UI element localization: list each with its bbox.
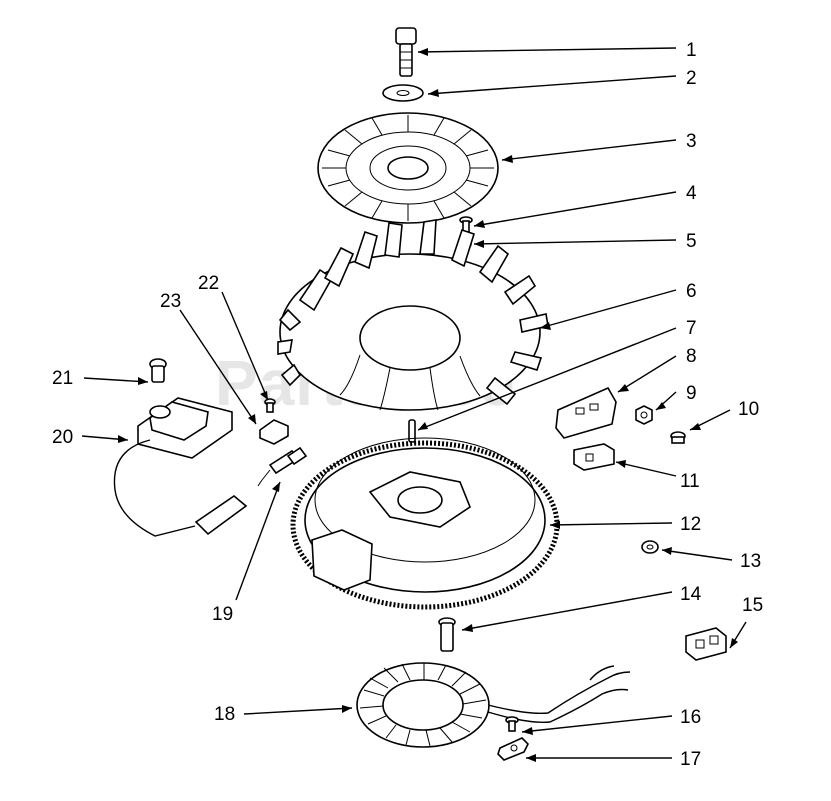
callout-22: 22: [198, 273, 219, 294]
part-stator: [356, 662, 631, 748]
part-washer: [382, 84, 424, 102]
part-connector: [685, 627, 727, 661]
callout-5: 5: [686, 231, 697, 252]
callout-11: 11: [680, 471, 700, 492]
part-screw-ground: [264, 398, 276, 413]
callout-18: 18: [214, 704, 235, 725]
callout-7: 7: [686, 318, 697, 339]
callout-17: 17: [680, 749, 701, 770]
part-flywheel: [290, 437, 560, 610]
leader-lines: [81, 47, 747, 759]
part-fan: [277, 219, 549, 411]
part-nut: [635, 405, 653, 425]
callout-16: 16: [680, 707, 701, 728]
part-clip: [497, 737, 529, 761]
part-magnet: [555, 386, 617, 439]
callout-10: 10: [738, 399, 759, 420]
callout-19: 19: [212, 604, 233, 625]
part-ground-clip: [259, 419, 289, 445]
part-bolt-module: [149, 358, 167, 383]
callout-9: 9: [686, 383, 697, 404]
part-block: [573, 443, 615, 471]
callout-4: 4: [686, 183, 697, 204]
part-spark-plug: [257, 446, 308, 487]
part-bolt: [395, 27, 417, 77]
callout-8: 8: [686, 346, 697, 367]
part-rotating-screen: [317, 112, 499, 224]
callout-23: 23: [160, 291, 181, 312]
leader-arrows: [118, 48, 738, 762]
callout-15: 15: [742, 595, 763, 616]
part-screw: [670, 431, 686, 444]
callout-2: 2: [686, 68, 697, 89]
part-screw-clip: [505, 716, 519, 732]
callout-21: 21: [52, 368, 73, 389]
part-ignition-module: [113, 397, 248, 537]
callout-14: 14: [680, 584, 702, 605]
callout-1: 1: [686, 40, 697, 61]
callout-3: 3: [686, 131, 697, 152]
callout-12: 12: [680, 514, 701, 535]
part-washer-small: [641, 540, 659, 554]
part-bolt-stator: [438, 617, 456, 652]
callout-13: 13: [740, 551, 761, 572]
callout-20: 20: [52, 427, 73, 448]
callout-6: 6: [686, 281, 697, 302]
